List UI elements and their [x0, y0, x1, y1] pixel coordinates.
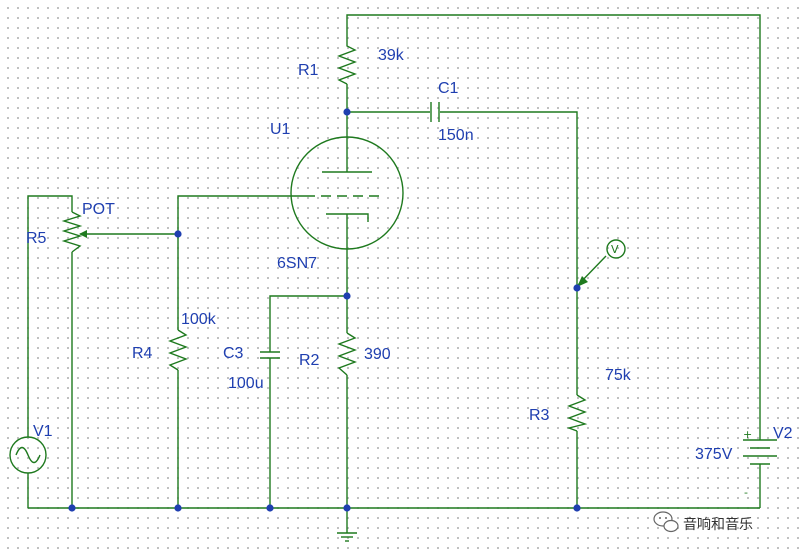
- capacitor-c1: [430, 102, 440, 122]
- ac-source-v1: [9, 436, 47, 474]
- r2-value-label: 390: [364, 346, 391, 363]
- r1-value-label: 39k: [378, 47, 405, 64]
- wires: [27, 14, 761, 533]
- r3-value-label: 75k: [605, 367, 632, 384]
- capacitor-c3: [260, 351, 280, 359]
- voltage-probe: [577, 239, 626, 287]
- watermark-text: 音响和音乐: [683, 516, 753, 533]
- junction-nodes: [68, 108, 581, 512]
- v2-plus-label: +: [743, 428, 752, 441]
- probe-symbol: V: [611, 243, 619, 256]
- r3-ref-label: R3: [529, 407, 550, 424]
- junction-node: [174, 504, 182, 512]
- watermark: 音响和音乐: [653, 511, 753, 533]
- junction-node: [573, 284, 581, 292]
- c3-ref-label: C3: [223, 345, 244, 362]
- c1-value-label: 150n: [438, 127, 474, 144]
- v1-top-wire: [27, 195, 73, 437]
- wechat-icon: [653, 511, 679, 533]
- c1-ref-label: C1: [438, 80, 459, 97]
- battery-v2: [743, 439, 777, 470]
- junction-node: [343, 292, 351, 300]
- junction-node: [68, 504, 76, 512]
- grid-wire: [177, 195, 305, 330]
- v2-minus-label: -: [744, 486, 748, 499]
- r5-value-label: POT: [82, 201, 115, 218]
- c3-top-wire: [269, 295, 347, 352]
- c3-value-label: 100u: [228, 375, 264, 392]
- resistor-r2: [337, 332, 357, 376]
- junction-node: [573, 504, 581, 512]
- c1-right-wire: [440, 111, 578, 395]
- resistor-r1: [337, 42, 357, 85]
- resistor-r3: [566, 394, 588, 432]
- junction-node: [174, 230, 182, 238]
- u1-ref-label: U1: [270, 121, 291, 138]
- ground-symbol: [337, 532, 357, 542]
- r4-value-label: 100k: [181, 311, 217, 328]
- v2-value-label: 375V: [695, 446, 733, 463]
- r4-ref-label: R4: [132, 345, 153, 362]
- junction-node: [343, 504, 351, 512]
- r5-ref-label: R5: [26, 230, 47, 247]
- v1-ref-label: V1: [33, 423, 53, 440]
- junction-node: [343, 108, 351, 116]
- u1-value-label: 6SN7: [277, 255, 317, 272]
- r1-ref-label: R1: [298, 62, 319, 79]
- resistor-r4: [168, 329, 188, 371]
- v2-ref-label: V2: [773, 425, 793, 442]
- potentiometer-r5: [61, 211, 87, 253]
- top-rail-wire: [346, 14, 761, 440]
- junction-node: [266, 504, 274, 512]
- r2-ref-label: R2: [299, 352, 320, 369]
- tube-u1: [290, 136, 404, 250]
